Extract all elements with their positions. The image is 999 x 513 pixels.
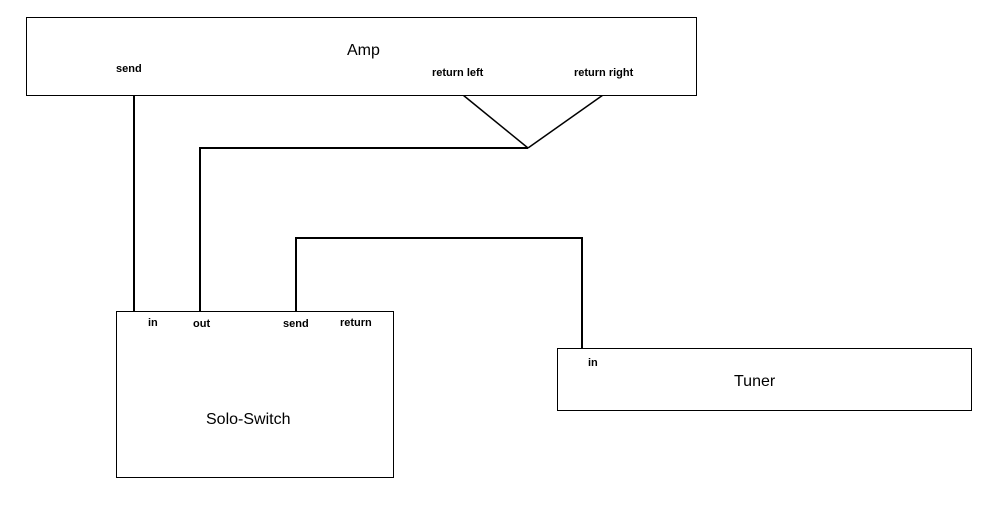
amp-return-left-label: return left [432, 67, 484, 79]
amp-box: Amp send return left return right [26, 17, 697, 96]
switch-out-label: out [193, 318, 211, 330]
switch-send-label: send [283, 318, 309, 330]
wire-amp-return-to-switch-out [199, 147, 528, 312]
wire-return-right-branch [527, 94, 604, 149]
wire-switch-send-to-tuner-in [295, 237, 583, 349]
amp-send-label: send [116, 63, 142, 75]
solo-switch-box: in out send return Solo-Switch [116, 311, 394, 478]
wire-return-left-branch [462, 94, 529, 149]
amp-return-right-label: return right [574, 67, 634, 79]
tuner-in-label: in [588, 357, 598, 369]
amp-title: Amp [347, 42, 380, 59]
switch-return-label: return [340, 317, 372, 329]
tuner-title: Tuner [734, 373, 776, 390]
switch-in-label: in [148, 317, 158, 329]
solo-switch-title: Solo-Switch [206, 411, 291, 428]
tuner-box: in Tuner [557, 348, 972, 411]
